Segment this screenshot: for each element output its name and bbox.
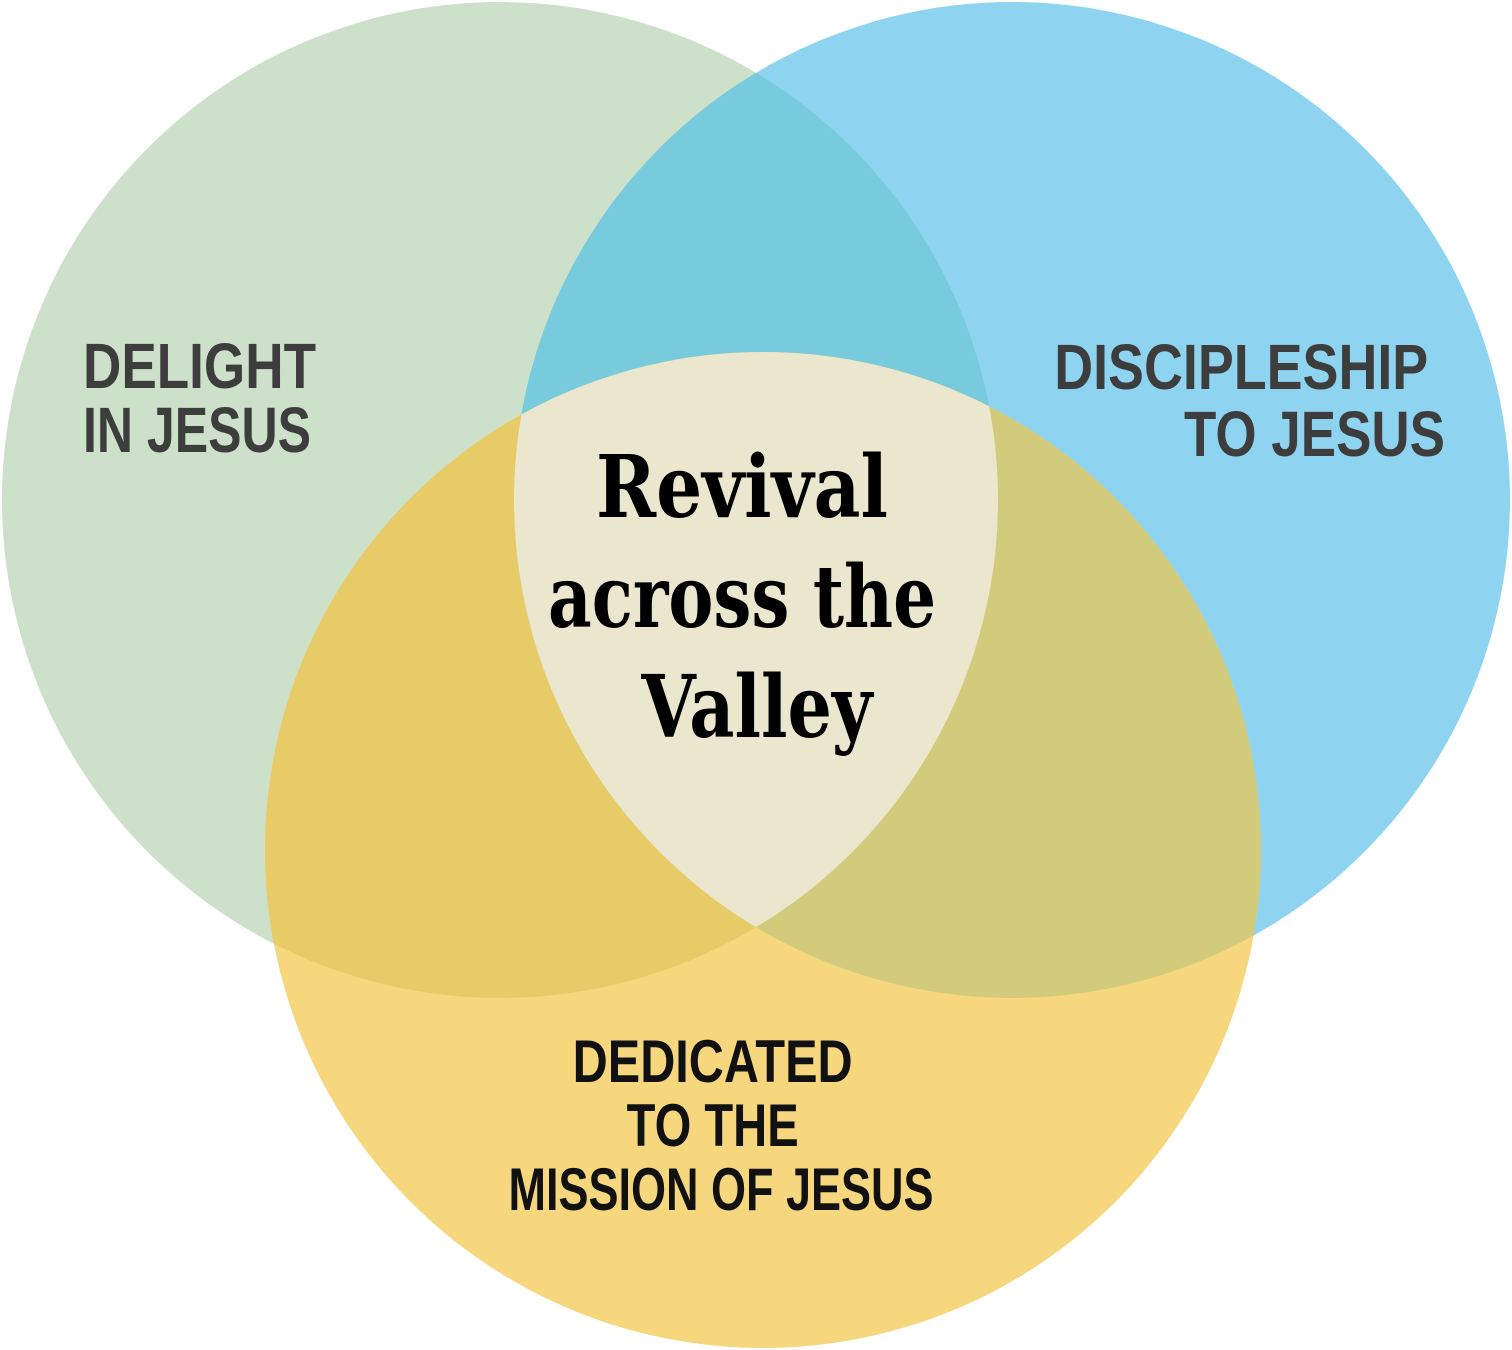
label-dedicated-line-1: DEDICATED bbox=[573, 1028, 853, 1095]
center-title-line-1: Revival bbox=[596, 437, 888, 538]
label-discipleship-line-2: TO JESUS bbox=[1184, 398, 1445, 470]
label-delight: DELIGHT IN JESUS bbox=[83, 330, 334, 466]
label-discipleship-line-1: DISCIPLESHIP bbox=[1054, 331, 1427, 403]
label-delight-line-2: IN JESUS bbox=[83, 394, 311, 466]
label-dedicated-line-2: TO THE bbox=[627, 1092, 799, 1159]
center-title: Revival across the Valley bbox=[548, 437, 966, 758]
label-dedicated-line-3: MISSION OF JESUS bbox=[509, 1156, 934, 1223]
center-title-line-2: across the bbox=[548, 547, 936, 648]
overlap-center bbox=[514, 352, 998, 998]
center-title-line-3: Valley bbox=[641, 657, 875, 758]
label-dedicated: DEDICATED TO THE MISSION OF JESUS bbox=[509, 1028, 934, 1223]
label-discipleship: DISCIPLESHIP TO JESUS bbox=[1054, 331, 1445, 470]
label-delight-line-1: DELIGHT bbox=[83, 330, 316, 402]
